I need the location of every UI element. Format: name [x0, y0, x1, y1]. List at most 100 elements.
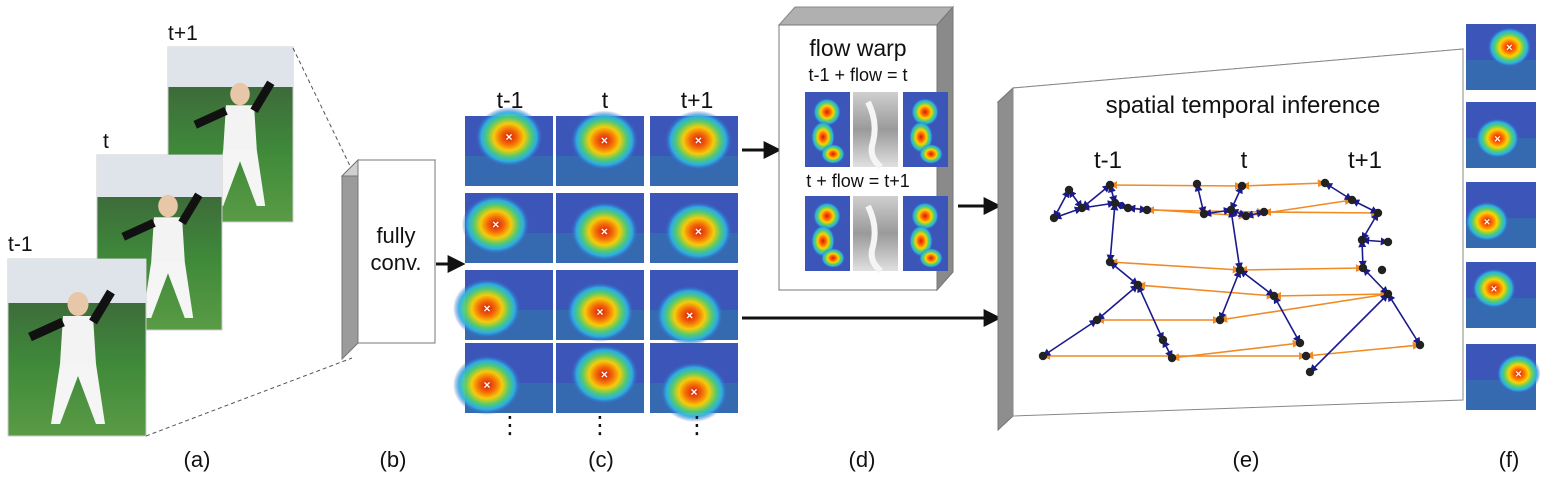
warped-heatmap-image	[903, 92, 948, 167]
temporal-edge	[1171, 339, 1301, 362]
conv-box-side	[341, 158, 359, 361]
frame-label-t-plus-1: t+1	[168, 22, 198, 45]
heatmap-tile: ×	[465, 107, 553, 186]
heatmap-tile: ×	[556, 270, 644, 342]
x-mark-icon: ×	[505, 130, 512, 144]
frame-label-t-minus-1: t-1	[8, 233, 33, 256]
joint-node	[1215, 315, 1225, 325]
temporal-edge	[1263, 208, 1379, 217]
spatial-edge	[1309, 293, 1389, 373]
panel-label-c: (c)	[588, 447, 614, 472]
heatmap-col-header-t: t	[602, 87, 609, 113]
warped-heatmap-image	[805, 92, 850, 167]
conv-box-front	[357, 159, 436, 344]
joint-node	[1295, 338, 1305, 348]
spatial-edge	[1042, 319, 1098, 357]
joint-node	[1064, 185, 1074, 195]
temporal-edge	[1109, 181, 1243, 190]
x-mark-icon: ×	[1515, 369, 1521, 381]
spatial-edge	[1137, 284, 1164, 341]
x-mark-icon: ×	[1491, 283, 1497, 295]
joint-node	[1133, 280, 1143, 290]
output-heatmap-tile: ×	[1466, 344, 1541, 410]
flow-field-image	[853, 196, 898, 274]
spatial-edge	[1203, 207, 1232, 217]
spatial-edge	[1218, 269, 1242, 321]
joint-node	[1358, 263, 1368, 273]
heatmap-grid: ××××××××××××	[453, 107, 738, 422]
panel-label-a: (a)	[184, 447, 211, 472]
joint-node	[1077, 203, 1087, 213]
spatial-edge	[1362, 267, 1389, 295]
x-mark-icon: ×	[690, 385, 697, 399]
x-mark-icon: ×	[483, 378, 490, 392]
output-heatmap-tile: ×	[1466, 102, 1536, 168]
flow-field-image	[853, 92, 898, 170]
joint-node	[1357, 235, 1367, 245]
spatial-edge	[1230, 185, 1243, 211]
spatial-edge	[1273, 295, 1301, 344]
x-mark-icon: ×	[601, 134, 608, 148]
spatial-edge	[1351, 199, 1379, 214]
heatmap-tile: ×	[556, 110, 644, 186]
joint-node	[1373, 208, 1383, 218]
panel-label-b: (b)	[380, 447, 407, 472]
heatmap-ellipsis-col2: ⋮	[588, 412, 612, 439]
heatmap-ellipsis-col3: ⋮	[685, 412, 709, 439]
joint-node	[1110, 198, 1120, 208]
conv-box-text-line1: fully	[376, 223, 415, 248]
joint-node	[1237, 181, 1247, 191]
spatial-edge	[1106, 202, 1119, 263]
panel-a-video-frames: t+1 t t-1 (a)	[7, 22, 353, 472]
panel-d-flow-warp: flow warp t-1 + flow = t t + flow = t+1 …	[777, 5, 1002, 472]
heatmap-tile: ×	[650, 193, 738, 263]
flow-row-1-images	[805, 92, 948, 170]
x-mark-icon: ×	[1484, 217, 1490, 229]
heatmap-tile: ×	[453, 270, 553, 340]
projection-line-top	[292, 47, 353, 171]
spatial-edge	[1096, 284, 1139, 321]
panel-label-e: (e)	[1233, 447, 1260, 472]
x-mark-icon: ×	[483, 302, 490, 316]
joint-node	[1259, 207, 1269, 217]
joint-node	[1142, 205, 1152, 215]
spatial-edge	[1239, 269, 1275, 297]
heatmap-tile: ×	[556, 343, 644, 413]
inference-col-header-t: t	[1241, 147, 1248, 174]
joint-node	[1192, 179, 1202, 189]
conv-box-text-line2: conv.	[371, 250, 422, 275]
spatial-edge	[1324, 182, 1353, 201]
x-mark-icon: ×	[686, 309, 693, 323]
heatmap-tile: ×	[556, 193, 644, 263]
joint-node	[1092, 315, 1102, 325]
panel-label-d: (d)	[849, 447, 876, 472]
joint-node	[1167, 353, 1177, 363]
x-mark-icon: ×	[1494, 133, 1500, 145]
flow-box-top	[777, 6, 955, 26]
panel-b-fully-conv: fully conv. (b)	[340, 158, 466, 472]
flow-row2-caption: t + flow = t+1	[806, 171, 910, 191]
flow-warp-title: flow warp	[809, 35, 906, 61]
flow-row1-caption: t-1 + flow = t	[808, 65, 907, 85]
projection-line-bottom	[145, 357, 353, 437]
spatial-edge	[1361, 212, 1379, 241]
spatial-edge	[1109, 261, 1139, 286]
output-heatmaps: ×××××	[1465, 24, 1541, 410]
warped-heatmap-image	[805, 196, 850, 271]
output-heatmap-tile: ×	[1465, 182, 1536, 248]
frame-label-t: t	[103, 130, 109, 153]
spatial-edge	[1053, 206, 1083, 220]
joint-node	[1383, 237, 1393, 247]
joint-node	[1226, 205, 1236, 215]
frame-t	[96, 154, 223, 331]
heatmap-tile: ×	[461, 193, 553, 263]
heatmap-ellipsis-col1: ⋮	[498, 412, 522, 439]
heatmap-tile: ×	[650, 270, 738, 346]
joint-node	[1123, 203, 1133, 213]
spatial-edge	[1358, 239, 1367, 269]
output-heatmap-tile: ×	[1466, 262, 1536, 328]
x-mark-icon: ×	[601, 368, 608, 382]
temporal-edge	[1241, 179, 1326, 190]
x-mark-icon: ×	[695, 134, 702, 148]
joint-node	[1199, 209, 1209, 219]
